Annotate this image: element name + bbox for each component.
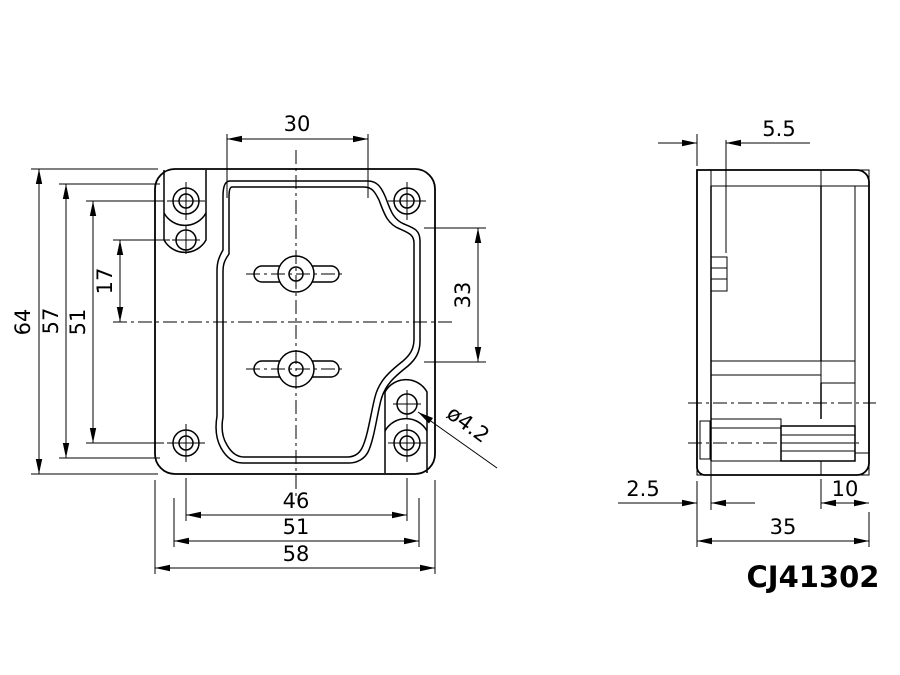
arrowhead — [474, 228, 482, 243]
arrowhead — [89, 201, 97, 216]
side-view: 5.5 2.5 10 — [618, 117, 876, 547]
dim-51-bottom-label: 51 — [283, 515, 310, 539]
dim-46-label: 46 — [283, 489, 310, 513]
dim-hole-dia-label: ø4.2 — [442, 401, 494, 448]
arrowhead — [89, 428, 97, 443]
dim-58-label: 58 — [283, 542, 310, 566]
arrowhead — [116, 240, 124, 255]
side-outline — [696, 169, 870, 476]
arrowhead — [116, 307, 124, 322]
pocket-waist-arc — [384, 417, 428, 432]
top-wall-section — [710, 169, 822, 187]
rib-block — [710, 256, 728, 292]
arrowhead — [227, 135, 242, 143]
dim-33-label: 33 — [451, 282, 475, 309]
wall-rib-detail — [710, 256, 728, 292]
pocket-wall-outline — [384, 378, 428, 473]
arrowhead — [697, 537, 712, 545]
pocket-waist-arc — [163, 212, 207, 227]
arrowhead — [711, 499, 726, 507]
arrowhead — [854, 499, 869, 507]
dim-51-left-label: 51 — [66, 309, 90, 336]
pocket-wall-outline — [163, 170, 207, 254]
lower-shelf-section — [710, 418, 782, 429]
wall-groove — [699, 420, 711, 460]
bottom-wall-section — [710, 460, 822, 476]
dim-2-5-label: 2.5 — [626, 477, 659, 501]
cover-top-section — [820, 169, 870, 187]
arrowhead — [418, 412, 433, 424]
dimension-35: 35 — [696, 481, 870, 547]
dim-57-label: 57 — [39, 308, 63, 335]
dimension-64: 64 — [11, 168, 158, 475]
arrowhead — [62, 443, 70, 458]
side-view-dimensions: 5.5 2.5 10 — [618, 117, 870, 547]
dimension-10: 10 — [820, 477, 869, 509]
front-view-dimensions: 30 64 57 — [11, 112, 498, 574]
arrowhead — [392, 511, 407, 519]
dim-10-label: 10 — [832, 477, 859, 501]
cover-side-section — [854, 185, 870, 454]
lid-recess-outer-outline — [215, 180, 421, 464]
arrowhead — [186, 511, 201, 519]
dimension-57: 57 — [39, 183, 160, 459]
front-view: 30 64 57 — [11, 112, 498, 574]
dimension-33: 33 — [424, 227, 486, 363]
centerlines — [113, 150, 453, 497]
arrowhead — [821, 499, 836, 507]
arrowhead — [420, 564, 435, 572]
dimension-51-bottom: 51 — [173, 498, 420, 547]
arrowhead — [404, 537, 419, 545]
arrowhead — [155, 564, 170, 572]
dim-64-label: 64 — [11, 309, 35, 336]
mid-shelf-section — [710, 360, 822, 376]
dimension-17: 17 — [93, 239, 170, 322]
cover-mid-section — [820, 360, 856, 384]
arrowhead — [35, 169, 43, 184]
dim-5-5-label: 5.5 — [762, 117, 795, 141]
lid-recess-inner-outline — [221, 186, 415, 458]
arrowhead — [35, 459, 43, 474]
arrowhead — [474, 347, 482, 362]
dimension-30: 30 — [226, 112, 369, 198]
dimension-46: 46 — [185, 478, 408, 521]
dimension-5-5: 5.5 — [658, 117, 810, 166]
part-number: CJ41302 — [747, 560, 880, 594]
arrowhead — [726, 139, 741, 147]
dimension-51-left: 51 — [66, 200, 164, 444]
arrowhead — [353, 135, 368, 143]
leader-line — [417, 411, 498, 469]
arrowhead — [682, 139, 697, 147]
dim-30-label: 30 — [284, 112, 311, 136]
arrowhead — [682, 499, 697, 507]
dimension-58: 58 — [154, 480, 436, 574]
corner-pocket-bottom-right — [384, 378, 428, 473]
dimension-2-5: 2.5 — [618, 447, 755, 510]
corner-pocket-top-left — [163, 170, 207, 254]
arrowhead — [62, 184, 70, 199]
arrowhead — [854, 537, 869, 545]
dim-17-label: 17 — [93, 268, 117, 295]
arrowhead — [174, 537, 189, 545]
dim-35-label: 35 — [770, 515, 797, 539]
